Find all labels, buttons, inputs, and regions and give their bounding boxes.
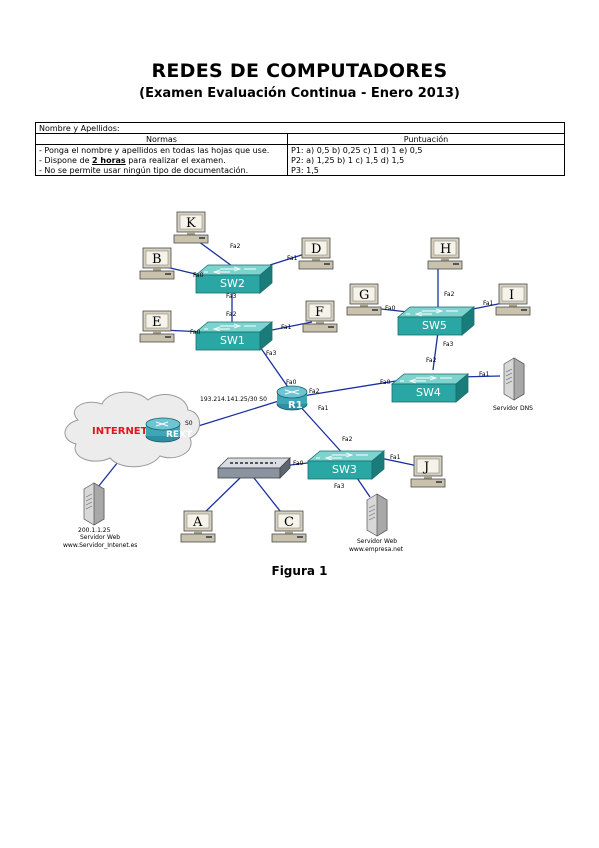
sw4-label: SW4 <box>416 386 441 399</box>
dns-server-label: Servidor DNS <box>493 405 533 412</box>
iface-label: Fa2 <box>230 243 241 250</box>
rule-2-pre: - Dispone de <box>39 155 93 165</box>
switch-sw1: SW1 <box>195 321 273 351</box>
rext-router: REXT <box>145 417 193 443</box>
iface-label: Fa3 <box>266 350 277 357</box>
iface-label: Fa0 <box>293 460 304 467</box>
iface-label: Fa0 <box>286 379 297 386</box>
pc-e: E <box>139 310 175 343</box>
external-web-server <box>83 482 105 526</box>
hub <box>217 457 291 479</box>
pc-h: H <box>427 237 463 270</box>
pc-d-label: D <box>311 242 321 257</box>
header-puntuacion: Puntuación <box>287 133 565 145</box>
sw3-label: SW3 <box>332 463 357 476</box>
pc-i-label: I <box>509 288 514 303</box>
int-web-url: www.empresa.net <box>349 546 404 553</box>
iface-label: Fa0 <box>380 379 391 386</box>
rules-table: Nombre y Apellidos: Normas Puntuación - … <box>35 122 565 176</box>
pc-b: B <box>139 247 175 280</box>
sw2-label: SW2 <box>220 277 245 290</box>
sw1-label: SW1 <box>220 334 245 347</box>
iface-label: Fa0 <box>193 272 204 279</box>
r1-label: R1 <box>288 400 303 411</box>
rule-2-post: para realizar el examen. <box>125 155 226 165</box>
header-normas: Normas <box>35 133 288 145</box>
pc-e-label: E <box>152 315 162 330</box>
switch-sw4: SW4 <box>391 373 469 403</box>
iface-label: Fa2 <box>444 291 455 298</box>
pc-a-label: A <box>192 515 203 530</box>
interface-labels: Fa2 Fa1 Fa0 Fa3 Fa2 Fa0 Fa1 Fa3 Fa0 Fa2 … <box>185 243 494 490</box>
iface-label: Fa1 <box>390 454 401 461</box>
internet-label: INTERNET <box>92 426 148 437</box>
score-2: P2: a) 1,25 b) 1 c) 1,5 d) 1,5 <box>287 155 565 165</box>
iface-label: Fa1 <box>318 405 329 412</box>
iface-label: Fa2 <box>342 436 353 443</box>
int-web-label: Servidor Web <box>357 538 397 545</box>
iface-label: Fa0 <box>385 305 396 312</box>
pc-j: J <box>410 455 446 488</box>
r1-ip-label: 193.214.141.25/30 S0 <box>200 396 267 403</box>
ext-web-url: www.Servidor_Intenet.es <box>63 542 137 549</box>
figure-caption: Figura 1 <box>271 564 328 578</box>
sw5-label: SW5 <box>422 319 447 332</box>
iface-label: Fa3 <box>334 483 345 490</box>
internet-cloud: INTERNET <box>64 391 200 468</box>
iface-label: Fa0 <box>190 329 201 336</box>
iface-label: Fa1 <box>287 255 298 262</box>
rule-2-time: 2 horas <box>92 155 126 165</box>
iface-label: Fa3 <box>443 341 454 348</box>
ext-web-ip: 200.1.1.25 <box>78 527 111 534</box>
pc-j-label: J <box>422 460 429 475</box>
pc-i: I <box>495 283 531 316</box>
pc-a: A <box>180 510 216 543</box>
internal-web-server <box>366 493 388 537</box>
score-3: P3: 1,5 <box>287 165 565 176</box>
iface-label: Fa3 <box>226 293 237 300</box>
pc-k-label: K <box>186 216 196 231</box>
switch-sw5: SW5 <box>397 306 475 336</box>
page-subtitle: (Examen Evaluación Continua - Enero 2013… <box>139 86 460 101</box>
switch-sw2: SW2 <box>195 264 273 294</box>
pc-d: D <box>298 237 334 270</box>
pc-f: F <box>302 300 338 333</box>
pc-c: C <box>271 510 307 543</box>
iface-label: Fa1 <box>479 371 490 378</box>
switch-sw3: SW3 <box>307 450 385 480</box>
iface-label: Fa1 <box>483 300 494 307</box>
dns-server <box>503 357 525 401</box>
ext-web-label: Servidor Web <box>80 534 120 541</box>
pc-g-label: G <box>359 288 369 303</box>
pc-g: G <box>346 283 382 316</box>
score-1: P1: a) 0,5 b) 0,25 c) 1 d) 1 e) 0,5 <box>287 144 565 155</box>
iface-label: Fa2 <box>309 388 320 395</box>
pc-h-label: H <box>440 242 451 257</box>
r1-router: R1 <box>276 385 308 411</box>
iface-label: Fa2 <box>426 357 437 364</box>
pc-c-label: C <box>284 515 294 530</box>
iface-label: Fa1 <box>281 324 292 331</box>
page-title: REDES DE COMPUTADORES <box>151 60 448 82</box>
pc-f-label: F <box>315 305 324 320</box>
iface-label: S0 <box>185 420 193 427</box>
pc-b-label: B <box>152 252 162 267</box>
iface-label: Fa2 <box>226 311 237 318</box>
rext-label: REXT <box>166 430 193 440</box>
pc-k: K <box>173 211 209 244</box>
